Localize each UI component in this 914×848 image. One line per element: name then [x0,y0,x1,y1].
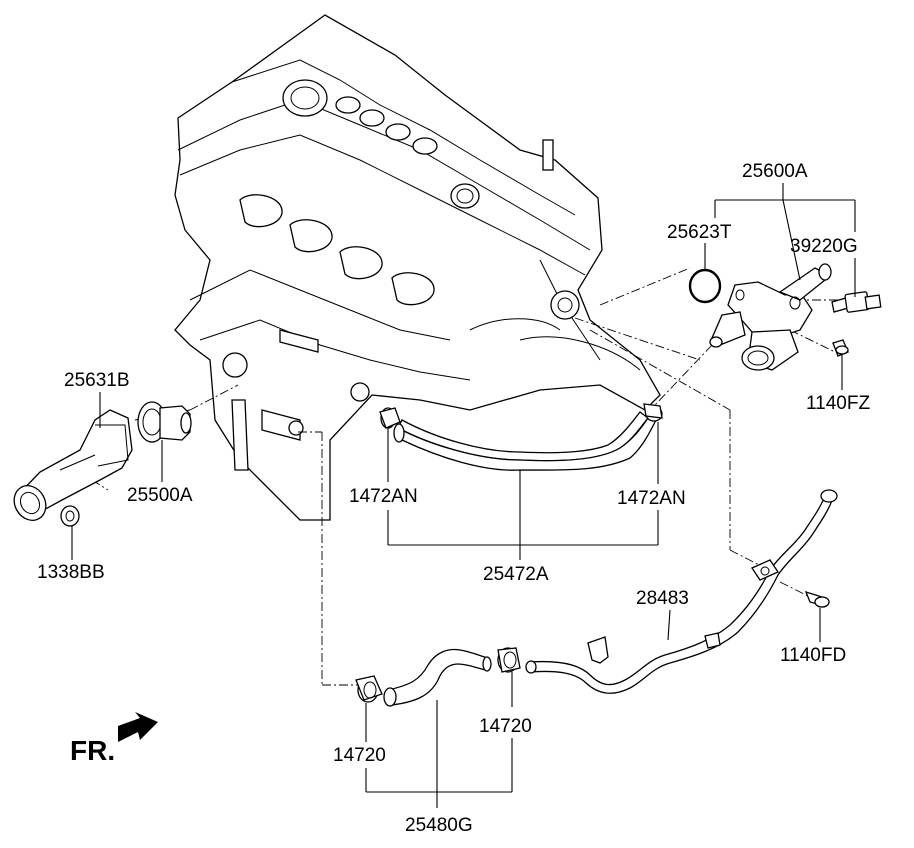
clamp-14720-right [497,647,521,673]
o-ring-25623T [688,268,722,304]
label-1140FZ: 1140FZ [806,393,870,414]
label-14720-left: 14720 [333,745,386,766]
thermostat-housing-25631B [13,409,133,521]
water-outlet-assembly [709,263,832,371]
label-25472A: 25472A [483,564,549,585]
label-1472AN-left: 1472AN [349,486,418,507]
label-39220G: 39220G [790,236,858,257]
bolt-1140FD [804,590,830,608]
bolt-1140FZ [832,339,849,357]
label-28483: 28483 [636,588,689,609]
clamp-14720-left [355,675,383,703]
label-25623T: 25623T [667,222,732,243]
clamp-1472AN-left [379,407,401,429]
label-25631B: 25631B [64,370,130,391]
label-25480G: 25480G [405,815,473,836]
front-direction-arrow-icon [118,712,158,742]
hose-25472A [393,411,657,471]
label-1338BB: 1338BB [37,562,105,583]
clamp-1472AN-right [643,403,663,422]
pipe-28483 [525,489,838,694]
label-25500A: 25500A [127,485,193,506]
label-25600A: 25600A [742,161,808,182]
leader-lines [71,183,856,808]
label-1140FD: 1140FD [780,645,846,666]
label-1472AN-right: 1472AN [617,488,686,509]
label-14720-right: 14720 [479,716,532,737]
engine-block [174,14,661,521]
fr-label: FR. [70,735,115,766]
hose-25480G [383,648,492,707]
thermostat-25500A [137,401,192,443]
temperature-sensor-39220G [831,291,882,313]
front-direction-indicator: FR. [70,712,158,766]
part-labels: 25600A 25623T 39220G 1140FZ 25631B 25500… [37,161,870,836]
plug-1338BB [60,505,80,527]
